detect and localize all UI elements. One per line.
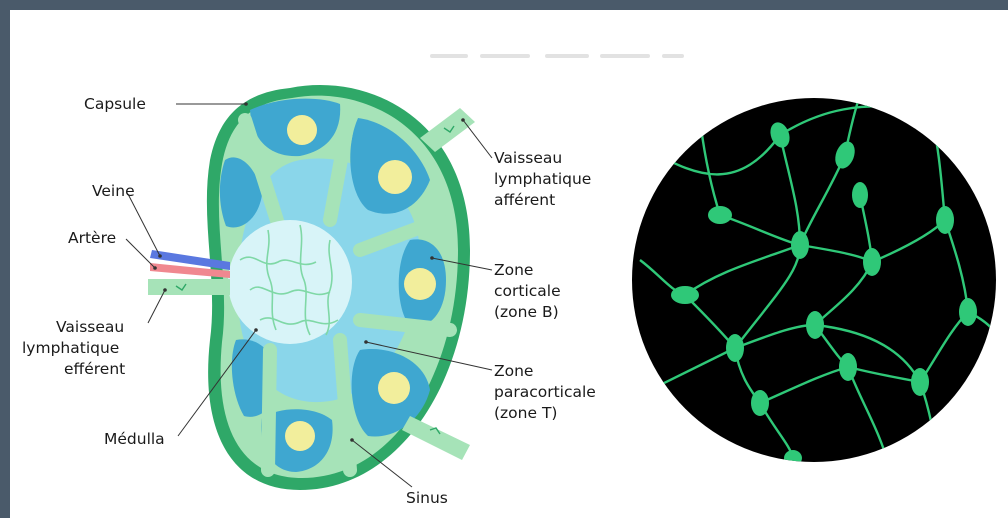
faded-title-remnant (430, 54, 684, 58)
label-cortical-line2: corticale (494, 282, 561, 300)
label-efferent-line1: Vaisseau (56, 318, 124, 336)
label-afferent-line3: afférent (494, 191, 555, 209)
label-cortical-line1: Zone (494, 261, 533, 279)
label-cortical-line3: (zone B) (494, 303, 559, 321)
label-medulla: Médulla (104, 430, 165, 448)
label-sinus: Sinus (406, 489, 448, 507)
label-artere: Artère (68, 229, 116, 247)
lymph-node (148, 85, 475, 490)
label-paracortical-line3: (zone T) (494, 404, 557, 422)
label-paracortical-line1: Zone (494, 362, 533, 380)
medulla (228, 220, 352, 344)
efferent-vessel (148, 279, 230, 295)
label-afferent-line1: Vaisseau (494, 149, 562, 167)
label-afferent-line2: lymphatique (494, 170, 591, 188)
label-paracortical-line2: paracorticale (494, 383, 596, 401)
label-efferent-line2: lymphatique (22, 339, 119, 357)
label-efferent-line3: efférent (64, 360, 125, 378)
label-capsule: Capsule (84, 95, 146, 113)
label-veine: Veine (92, 182, 135, 200)
reticular-network-disc (632, 98, 996, 462)
